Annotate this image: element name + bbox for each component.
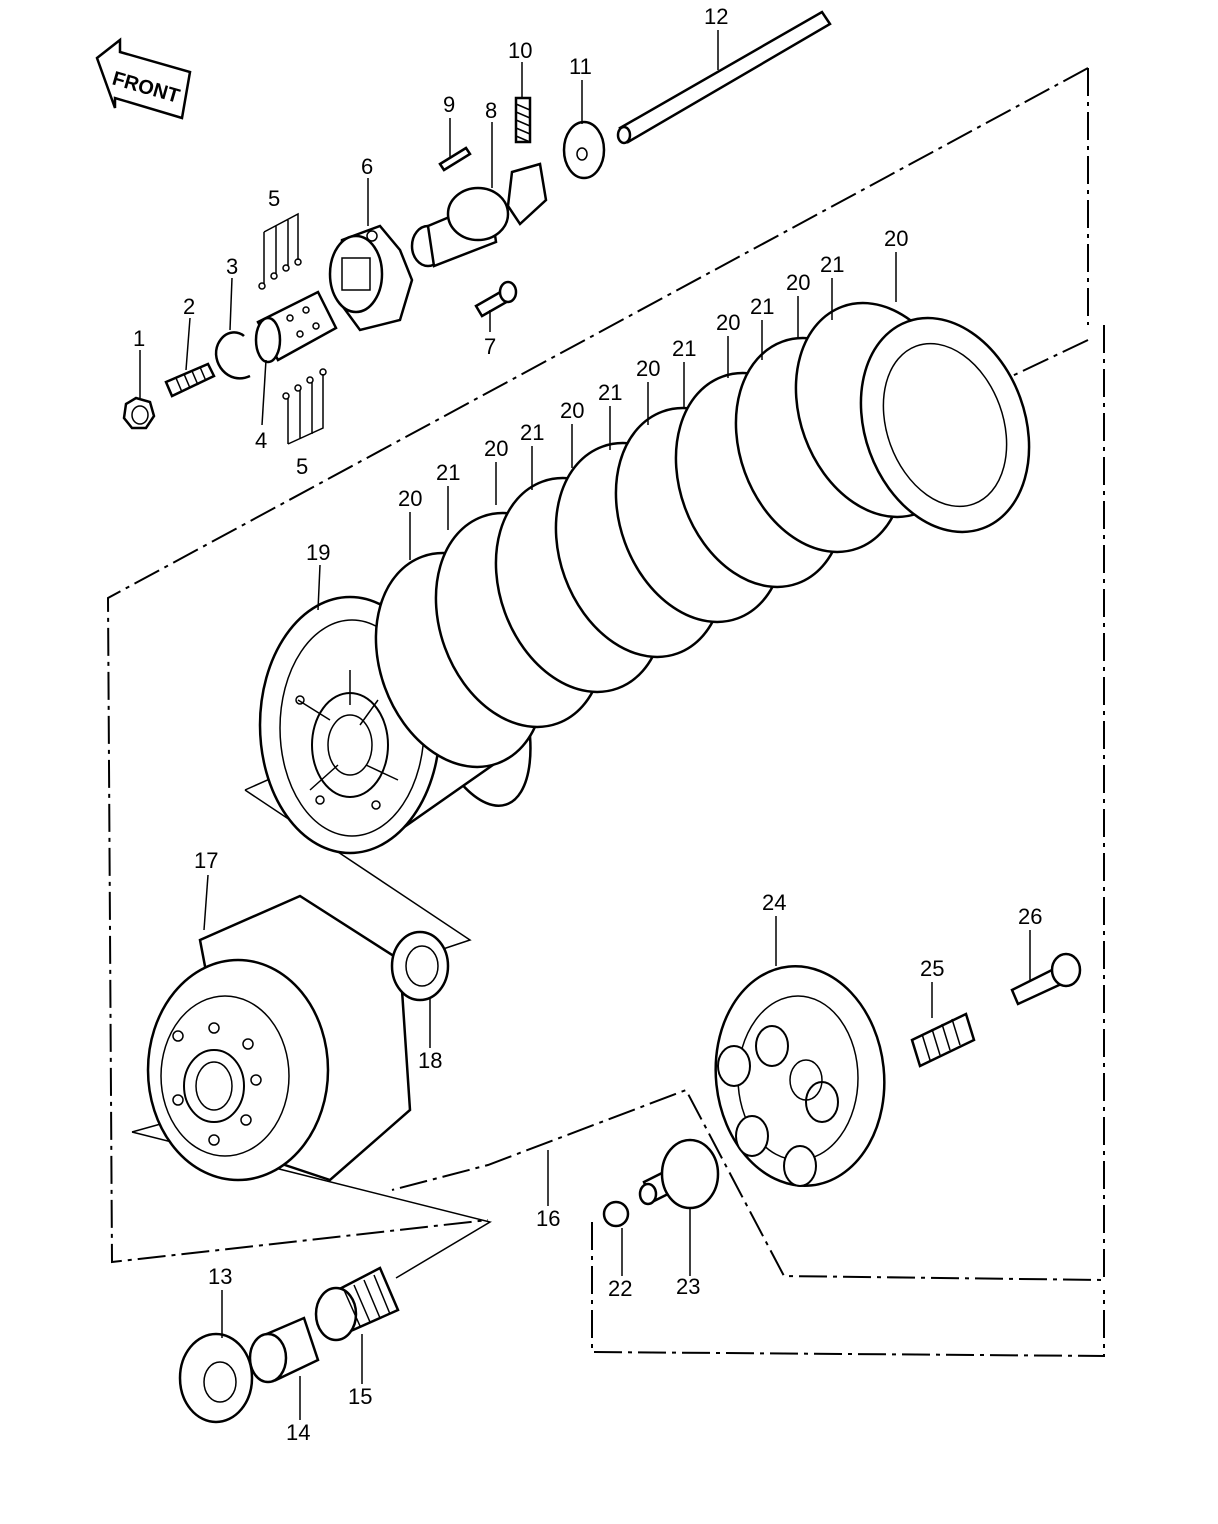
leader-lines bbox=[139, 30, 1031, 1420]
needle-bearing bbox=[314, 1266, 400, 1342]
callout-5a: 5 bbox=[268, 186, 280, 211]
callout-20: 20 bbox=[484, 436, 508, 461]
callout-8: 8 bbox=[485, 98, 497, 123]
callout-21: 21 bbox=[436, 460, 460, 485]
callout-20: 20 bbox=[636, 356, 660, 381]
callout-20: 20 bbox=[786, 270, 810, 295]
callout-18: 18 bbox=[418, 1048, 442, 1073]
callout-19: 19 bbox=[306, 540, 330, 565]
callout-21: 21 bbox=[672, 336, 696, 361]
oil-seal bbox=[562, 120, 606, 180]
callout-24: 24 bbox=[762, 890, 786, 915]
thrust-washer bbox=[390, 930, 450, 1002]
callout-9: 9 bbox=[443, 92, 455, 117]
callout-20: 20 bbox=[884, 226, 908, 251]
spring-bolt bbox=[1010, 952, 1082, 1006]
pressure-plate bbox=[714, 965, 886, 1187]
adjusting-screw bbox=[164, 362, 216, 398]
callouts: 1 2 3 4 5 5 6 7 8 9 10 11 12 13 14 15 16… bbox=[133, 4, 1042, 1445]
callout-21: 21 bbox=[520, 420, 544, 445]
lever-spring bbox=[514, 96, 532, 144]
callout-21: 21 bbox=[750, 294, 774, 319]
callout-4: 4 bbox=[255, 428, 267, 453]
callout-15: 15 bbox=[348, 1384, 372, 1409]
release-housing bbox=[328, 224, 414, 332]
push-rod-end bbox=[638, 1138, 720, 1210]
callout-20: 20 bbox=[716, 310, 740, 335]
callout-12: 12 bbox=[704, 4, 728, 29]
plate-leader-lines bbox=[409, 252, 897, 560]
release-lever bbox=[410, 162, 548, 268]
steel-ball bbox=[602, 1200, 630, 1228]
steel-balls bbox=[258, 212, 327, 445]
callout-22: 22 bbox=[608, 1276, 632, 1301]
callout-20: 20 bbox=[560, 398, 584, 423]
callout-14: 14 bbox=[286, 1420, 310, 1445]
clutch-hub bbox=[146, 894, 412, 1182]
washer-13 bbox=[178, 1332, 254, 1424]
circlip bbox=[215, 331, 251, 380]
callout-7: 7 bbox=[484, 334, 496, 359]
sleeve bbox=[248, 1316, 320, 1384]
callout-2: 2 bbox=[183, 294, 195, 319]
bolt-small bbox=[474, 280, 518, 318]
plate-stack bbox=[374, 301, 1031, 769]
nut bbox=[122, 396, 156, 430]
callout-11: 11 bbox=[569, 54, 592, 79]
callout-26: 26 bbox=[1018, 904, 1042, 929]
front-direction-arrow: FRONT bbox=[95, 37, 192, 120]
callout-13: 13 bbox=[208, 1264, 232, 1289]
callout-21: 21 bbox=[820, 252, 844, 277]
callout-17: 17 bbox=[194, 848, 218, 873]
callout-16: 16 bbox=[536, 1206, 560, 1231]
callout-25: 25 bbox=[920, 956, 944, 981]
callout-23: 23 bbox=[676, 1274, 700, 1299]
cotter-pin bbox=[438, 146, 472, 172]
release-holder bbox=[254, 290, 338, 364]
clutch-spring bbox=[910, 1012, 976, 1068]
callout-1: 1 bbox=[133, 326, 145, 351]
callout-3: 3 bbox=[226, 254, 238, 279]
callout-20: 20 bbox=[398, 486, 422, 511]
callout-5b: 5 bbox=[296, 454, 308, 479]
callout-6: 6 bbox=[361, 154, 373, 179]
push-rod bbox=[616, 10, 832, 145]
callout-10: 10 bbox=[508, 38, 532, 63]
callout-21: 21 bbox=[598, 380, 622, 405]
